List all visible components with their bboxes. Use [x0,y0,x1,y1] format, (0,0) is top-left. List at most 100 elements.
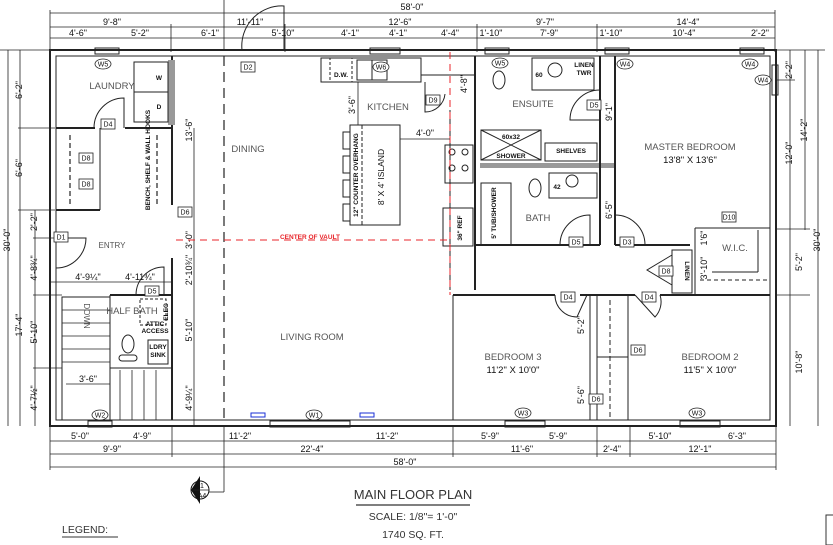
note-down: DOWN [82,303,91,329]
hatched-wall [168,60,175,125]
dim-left-overall: 30'-0" [2,229,12,252]
dim-top: 14'-4" [677,17,700,27]
dim-horizontal: 3'-6" [79,374,97,384]
dim-bottom: 6'-3" [728,431,746,441]
tag-label: W2 [95,413,106,420]
window-marker [359,412,375,418]
room-labels: LAUNDRY ENTRY HALF BATH DINING KITCHEN L… [89,81,748,376]
dim-right: 14'-2" [799,119,809,142]
dim-top: 1'-10" [600,28,623,38]
dim-right: 5'-2" [794,253,804,271]
tag-label: D6 [634,348,643,355]
plan-title: MAIN FLOOR PLAN [354,487,472,502]
dim-interior: 4'-0" [416,128,434,138]
dim-right-overall: 30'-0" [812,229,822,252]
right-dimensions: 2'-2" 12'-0" 5'-2" 10'-8" 14'-2" 30'-0" [776,49,825,426]
note-ldry-sink: SINK [150,352,166,359]
room-bath: BATH [526,213,551,224]
room-bedroom3-size: 11'2" X 10'0" [487,365,540,376]
dim-top: 9'-8" [103,17,121,27]
dim-top: 5'-10" [272,28,295,38]
dim-bottom: 11'-2" [229,431,251,441]
interior-dimensions: 3'-6" 4'-0" 4'-8" 9'-1" 6'-5" 1'6" 3'-10… [347,70,709,404]
section-sheet: A4 [198,493,207,500]
walls [49,5,779,428]
tag-label: D6 [181,210,190,217]
tag-label: D8 [82,156,91,163]
room-bedroom2-size: 11'5" X 10'0" [684,365,737,376]
tag-d6: D6 [177,206,193,218]
note-washer: W [156,75,163,82]
dim-right: 10'-8" [794,351,804,374]
tag-label: D5 [572,240,581,247]
tag-w5: W5 [491,57,509,69]
dim-left: 2'-2" [29,213,39,231]
dim-bottom: 4'-9" [133,431,151,441]
note-tub: 5' TUB/SHOWER [491,187,498,239]
note-bench: BENCH, SHELF & WALL HOOKS [145,109,152,210]
dim-bottom: 5'-0" [71,431,89,441]
tag-w3: W3 [688,407,706,419]
dim-top: 2'-2" [751,28,769,38]
note-ldry-sink: LDRY [149,344,167,351]
notes: BENCH, SHELF & WALL HOOKS ATTIC ACCESS E… [82,62,690,359]
dim-top-overall: 58'-0" [401,2,424,12]
dim-right: 2'-2" [784,61,794,79]
note-attic: ACCESS [141,328,169,335]
dim-bottom: 5'-9" [481,431,499,441]
dim-top: 6'-1" [201,28,219,38]
tag-d10: D10 [721,211,737,223]
tag-w4: W4 [741,58,759,70]
tag-label: D6 [592,397,601,404]
tag-w2: W2 [91,409,109,421]
note-vault: CENTER OF VAULT [280,234,340,241]
tag-label: W1 [309,413,320,420]
tag-w3: W3 [514,407,532,419]
tag-w5: W5 [94,58,112,70]
dim-interior: 6'-5" [604,201,614,219]
note-island: 8' X 4' ISLAND [376,149,386,205]
dim-right: 12'-0" [784,142,794,165]
tag-d3: D3 [619,236,635,248]
section-number: 1 [200,483,204,490]
tag-d4: D4 [641,291,657,303]
stair-treads [62,309,157,420]
note-ref: 36" REF [457,215,464,240]
dim-inner: 5'-10" [184,319,194,342]
tag-label: W5 [495,61,506,68]
plan-area: 1740 SQ. FT. [382,529,444,541]
tag-d4: D4 [560,291,576,303]
tag-d5: D5 [586,99,602,111]
dim-top: 9'-7" [536,17,554,27]
dim-top: 10'-4" [673,28,696,38]
bottom-dimensions: 5'-0" 4'-9" 11'-2" 11'-2" 5'-9" 5'-9" 5'… [49,426,777,480]
dim-bottom: 5'-10" [649,431,672,441]
dim-left: 4'-7½" [29,385,39,410]
tag-label: D5 [590,103,599,110]
dim-top: 4'-4" [441,28,459,38]
note-attic: ATTIC [146,321,165,328]
room-laundry: LAUNDRY [89,81,135,92]
room-ensuite: ENSUITE [512,99,553,110]
note-linen: LINEN [683,261,690,281]
tag-label: W4 [620,62,631,69]
dim-bottom-overall: 58'-0" [394,457,417,467]
room-master-size: 13'8" X 13'6" [663,155,717,166]
tag-d8: D8 [78,152,94,164]
dim-top: 1'-10" [480,28,503,38]
tag-w4: W4 [616,58,634,70]
room-living: LIVING ROOM [280,332,343,343]
section-marker: 1 A4 [190,476,225,504]
tag-label: W4 [758,78,769,85]
tag-label: W3 [692,411,703,418]
note-linen-twr: LINEN [574,62,594,69]
tag-w4: W4 [754,74,772,86]
tag-label: W4 [745,62,756,69]
dim-interior: 1'6" [699,231,709,246]
tag-label: D4 [564,295,573,302]
tag-d8: D8 [78,178,94,190]
tag-label: D4 [104,122,113,129]
dim-bottom: 2'-4" [603,444,621,454]
dim-interior: 3'-6" [347,96,357,114]
